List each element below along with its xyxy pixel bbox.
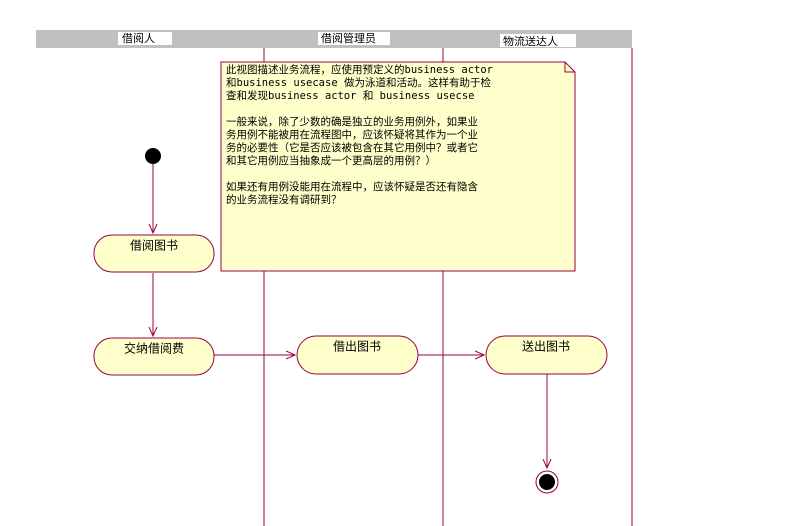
lane-title-bg-admin (318, 32, 390, 45)
note-line: 如果还有用例没能用在流程中，应该怀疑是否还有隐含 (226, 180, 478, 193)
activity-lend-book[interactable]: 借出图书 (296, 335, 419, 375)
activity-label: 交纳借阅费 (124, 341, 184, 356)
swimlane-label-courier: 物流送达人 (503, 34, 558, 48)
note-line: 查和发现business actor 和 business usecse (226, 89, 474, 102)
swimlane-label-borrower: 借阅人 (122, 32, 155, 45)
note-line: 的业务流程没有调研到？ (226, 193, 342, 206)
note-line: 务的必要性（它是否应该被包含在其它用例中？或者它 (226, 141, 478, 154)
activity-borrow-book[interactable]: 借阅图书 (93, 234, 215, 273)
note-line: 此视图描述业务流程，应使用预定义的business actor (226, 63, 493, 76)
note-line: 和其它用例应当抽象成一个更高层的用例？） (226, 154, 436, 167)
note-line: 一般来说，除了少数的确是独立的业务用例外，如果业 (226, 115, 478, 128)
activity-deliver-book[interactable]: 送出图书 (485, 335, 608, 375)
lane-title-bg-borrower (118, 32, 172, 45)
note: 此视图描述业务流程，应使用预定义的business actor 和busines… (220, 61, 576, 272)
activity-pay-fee[interactable]: 交纳借阅费 (93, 337, 215, 376)
activity-label: 借阅图书 (130, 239, 178, 253)
activity-label: 借出图书 (333, 340, 381, 354)
initial-node (145, 148, 161, 164)
lane-title-bg-courier (500, 34, 576, 47)
activity-label: 送出图书 (522, 339, 570, 354)
note-line: 务用例不能被用在流程图中，应该怀疑将其作为一个业 (226, 128, 478, 141)
final-node (535, 470, 559, 494)
swimlane-label-admin: 借阅管理员 (321, 31, 376, 45)
note-line: 和business usecase 做为泳道和活动。这样有助于检 (226, 76, 491, 89)
